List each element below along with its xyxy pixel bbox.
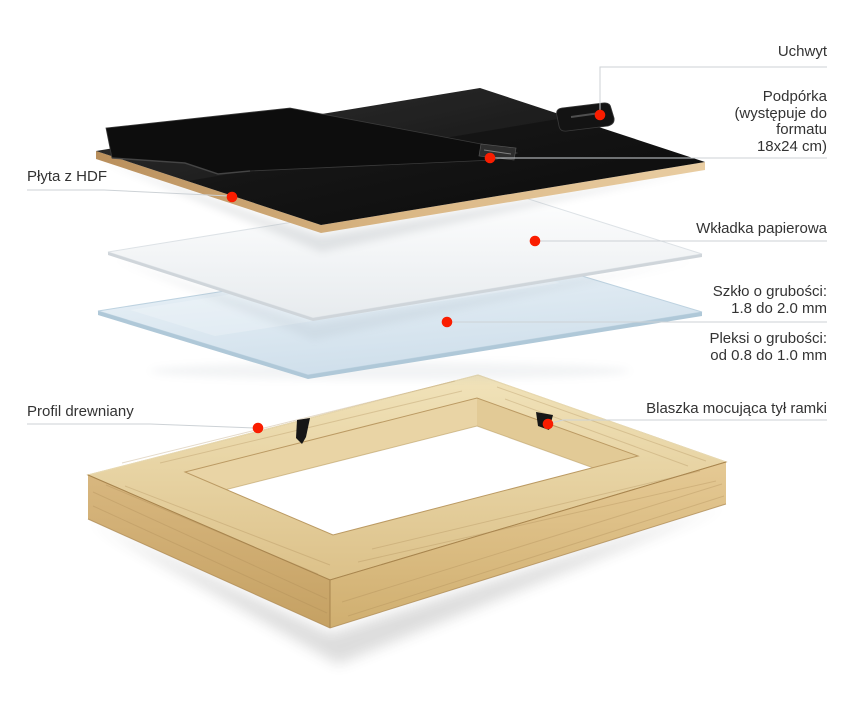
- board-stand-edge-highlight: [111, 157, 251, 175]
- callout-line-profil: [27, 423, 256, 429]
- callout-lines: [27, 66, 827, 429]
- callout-label-profil: Profil drewniany: [27, 403, 134, 420]
- dot-profil: [252, 422, 264, 434]
- dot-blaszka: [542, 418, 554, 430]
- callout-label-podporka: Podpórka (występuje do formatu 18x24 cm): [734, 88, 827, 155]
- frame-side-front-right: [330, 462, 726, 628]
- frame-inner-wall-left: [185, 398, 477, 500]
- callout-label-pleksi: Pleksi o grubości: od 0.8 do 1.0 mm: [709, 330, 827, 364]
- wooden-frame-layer: [86, 374, 728, 664]
- callout-label-szklo: Szkło o grubości: 1.8 do 2.0 mm: [712, 283, 827, 317]
- frame-side-front-left: [88, 475, 330, 628]
- dot-podporka: [484, 152, 496, 164]
- callout-label-blaszka: Blaszka mocująca tył ramki: [646, 400, 827, 417]
- callout-label-uchwyt: Uchwyt: [777, 43, 827, 60]
- dot-plyta: [226, 191, 238, 203]
- wood-grain: [92, 380, 725, 617]
- board-thickness-edge: [96, 151, 705, 233]
- dot-wkladka: [529, 235, 541, 247]
- hdf-board-layer: [96, 88, 705, 252]
- frame-bottom-edge: [87, 503, 727, 629]
- callout-line-uchwyt: [599, 66, 827, 112]
- dot-szklo-pleksi: [441, 316, 453, 328]
- dot-uchwyt: [594, 109, 606, 121]
- paper-shadow: [112, 258, 698, 340]
- frame-inner-wall-base-edge: [184, 425, 639, 501]
- callout-line-blaszka: [550, 419, 827, 424]
- callout-dots: [226, 109, 606, 434]
- frame-inner-wall-right: [477, 398, 638, 484]
- frame-shadow: [88, 506, 726, 664]
- callout-label-wkladka: Wkładka papierowa: [696, 220, 827, 237]
- callout-label-plyta: Płyta z HDF: [27, 168, 108, 185]
- frame-clip-left: [296, 418, 310, 444]
- callout-line-plyta: [27, 189, 230, 197]
- board-shadow: [100, 160, 700, 252]
- hanger-clip: [556, 102, 615, 132]
